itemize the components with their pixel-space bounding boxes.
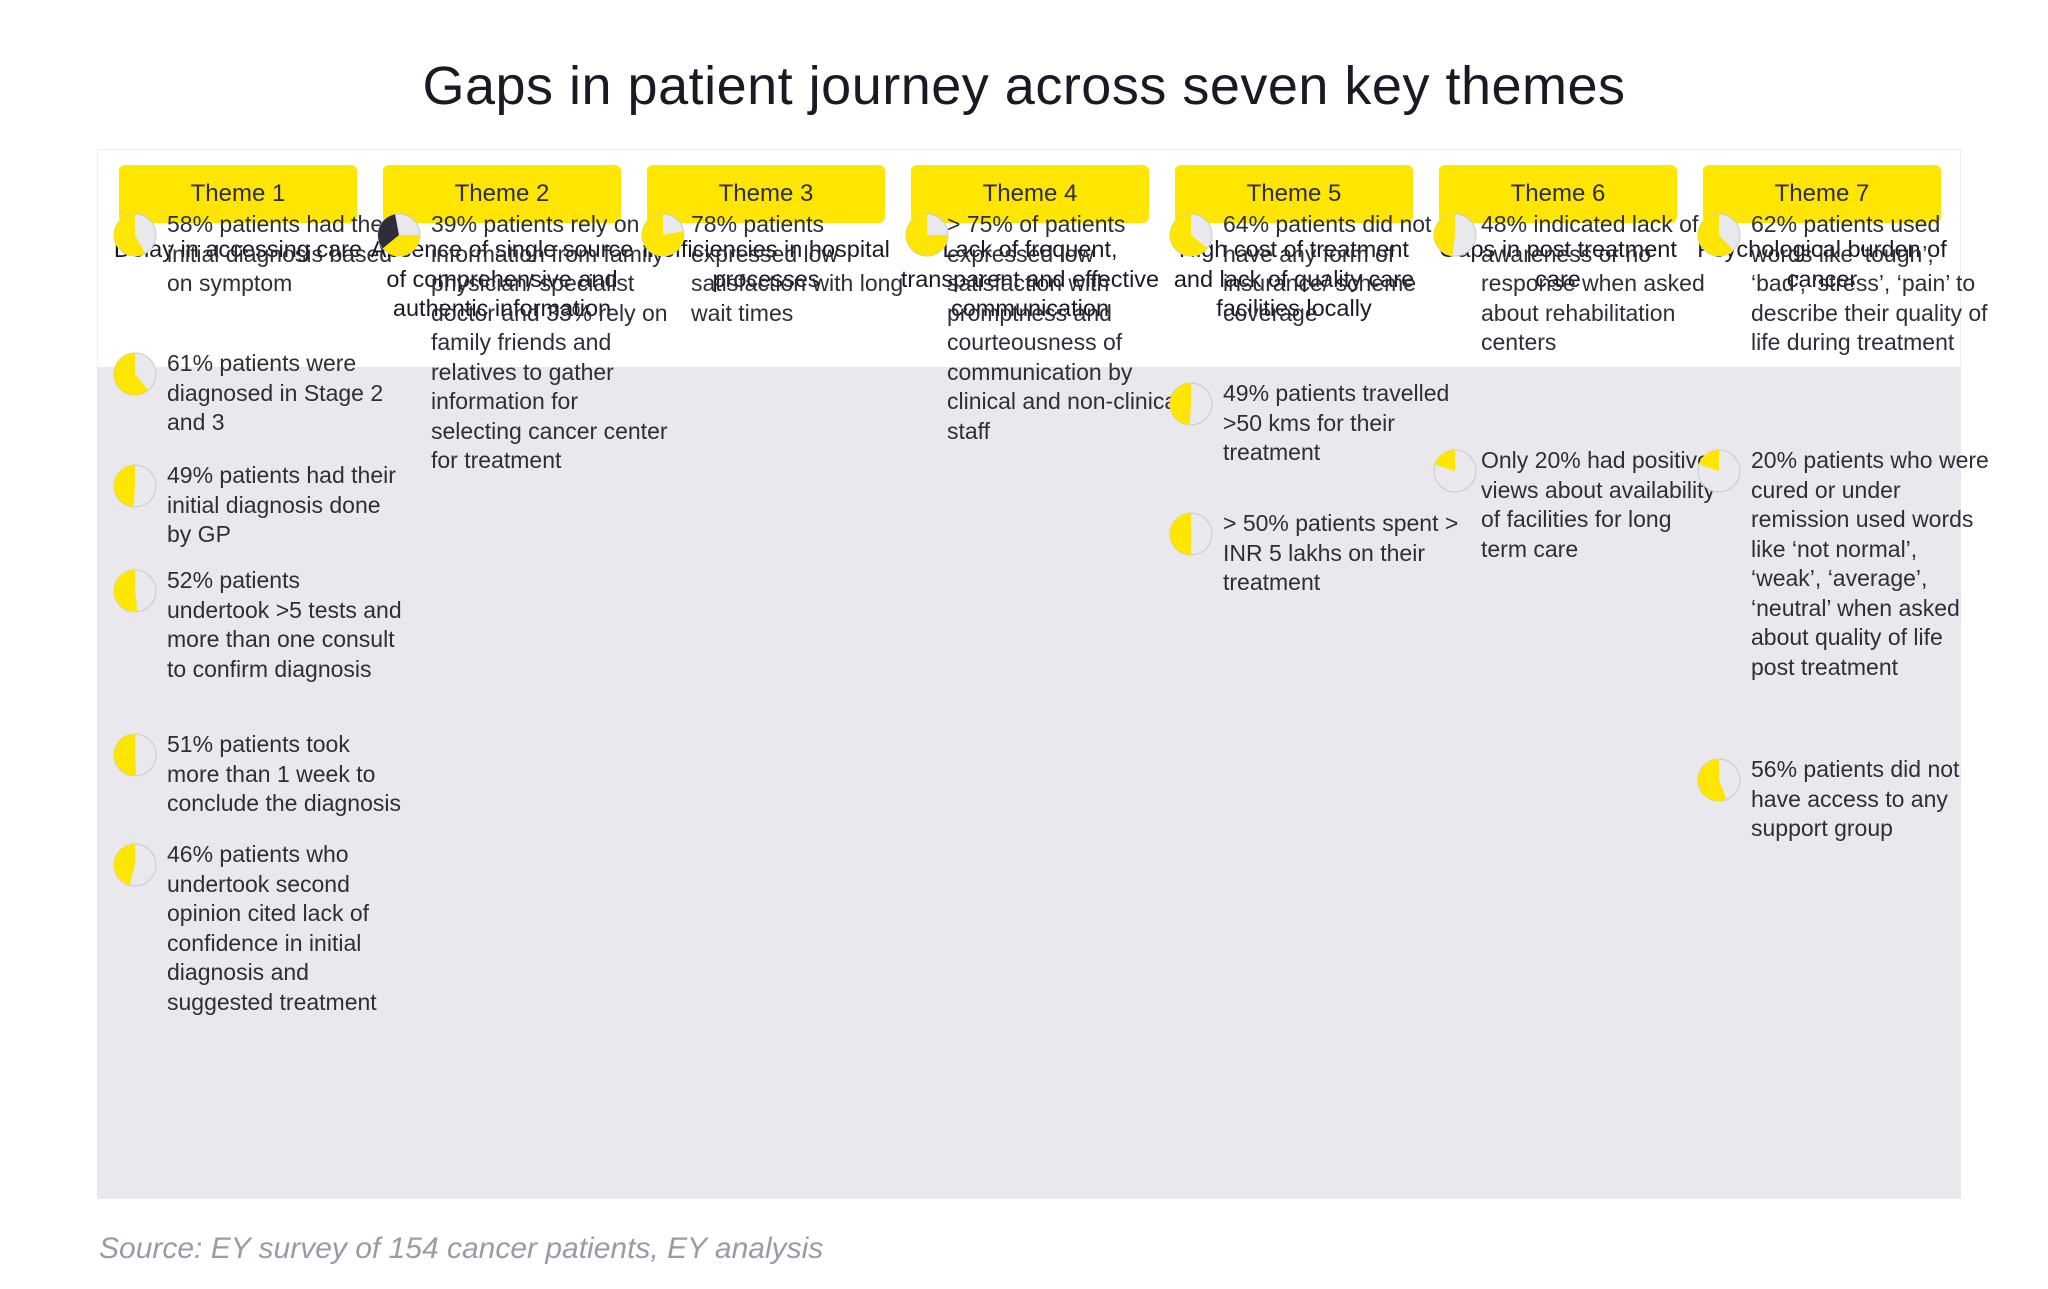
pie-slice [1698, 214, 1734, 256]
stat-text: 20% patients who were cured or under rem… [1751, 447, 1989, 680]
theme-title: High cost of treatment and lack of quali… [1173, 236, 1415, 321]
pie-chart-icon [905, 213, 949, 257]
theme-title: Inefficiencies in hospital processes [642, 236, 890, 292]
pie-chart-icon [1697, 449, 1741, 493]
stat-text: 49% patients had their initial diagnosis… [167, 462, 396, 547]
stat-text: 48% indicated lack of awareness or no re… [1481, 211, 1705, 355]
theme-title: Gaps in post treatment care [1439, 236, 1677, 292]
pie-chart-icon [1433, 449, 1477, 493]
theme-badge: Theme 2 [383, 165, 621, 223]
pie-slice [1435, 450, 1455, 471]
stat-text: 52% patients undertook >5 tests and more… [167, 567, 402, 682]
theme-badge: Theme 5 [1175, 165, 1413, 223]
pie-slice [906, 214, 948, 256]
pie-chart-icon [1697, 758, 1741, 802]
pie-chart-icon [113, 213, 157, 257]
pie-chart-icon [113, 352, 157, 396]
stat-text: 62% patients used words like ‘tough’, ‘b… [1751, 211, 1988, 355]
pie-chart-icon [1697, 213, 1741, 257]
theme-badge: Theme 7 [1703, 165, 1941, 223]
pie-slice [1170, 513, 1191, 555]
theme-badge: Theme 3 [647, 165, 885, 223]
pie-slice [113, 734, 137, 776]
stat-text: 46% patients who undertook second opinio… [167, 841, 377, 1015]
stat-text: 64% patients did not have any form of in… [1223, 211, 1432, 326]
pie-slice [1699, 450, 1719, 471]
pie-chart-icon [113, 843, 157, 887]
pie-chart-icon [641, 213, 685, 257]
theme-badge: Theme 1 [119, 165, 357, 223]
pie-slice [1434, 214, 1455, 256]
stat-text: 51% patients took more than 1 week to co… [167, 731, 401, 816]
stat-text: 61% patients were diagnosed in Stage 2 a… [167, 350, 384, 435]
page-title: Gaps in patient journey across seven key… [422, 56, 1626, 116]
pie-chart-icon [1169, 382, 1213, 426]
pie-chart-icon [1433, 213, 1477, 257]
pie-chart-icon [1169, 512, 1213, 556]
stat-text: 58% patients had their initial diagnosis… [167, 211, 396, 296]
theme-title: Lack of frequent, transparent and effect… [900, 236, 1160, 321]
pie-slice [114, 214, 146, 256]
pie-chart-icon [1169, 213, 1213, 257]
pie-slice [1170, 214, 1208, 256]
pie-chart-icon [113, 733, 157, 777]
pie-chart-icon [113, 464, 157, 508]
pie-slice [1698, 759, 1727, 801]
stat-text: > 75% of patients expressed low satisfac… [947, 211, 1183, 444]
pie-chart-icon [377, 213, 421, 257]
stat-text: > 50% patients spent > INR 5 lakhs on th… [1223, 510, 1459, 595]
stat-text: 78% patients expressed low satisfaction … [691, 211, 904, 326]
stat-text: Only 20% had positive views about availa… [1481, 447, 1715, 562]
stat-text: 49% patients travelled >50 kms for their… [1223, 380, 1450, 465]
pie-slice [114, 844, 135, 886]
stat-text: 39% patients rely on information from fa… [431, 211, 668, 473]
pie-slice [114, 465, 135, 507]
themes-stats-background [97, 367, 1961, 1199]
pie-slice [642, 214, 684, 256]
theme-badge: Theme 6 [1439, 165, 1677, 223]
source-note: Source: EY survey of 154 cancer patients… [99, 1232, 824, 1265]
pie-slice [1170, 383, 1191, 425]
theme-badge: Theme 4 [911, 165, 1149, 223]
pie-slice-secondary [378, 214, 399, 249]
pie-slice [114, 353, 149, 395]
pie-slice [113, 570, 138, 612]
stat-text: 56% patients did not have access to any … [1751, 756, 1960, 841]
pie-slice-primary [382, 235, 420, 256]
pie-chart-icon [113, 569, 157, 613]
